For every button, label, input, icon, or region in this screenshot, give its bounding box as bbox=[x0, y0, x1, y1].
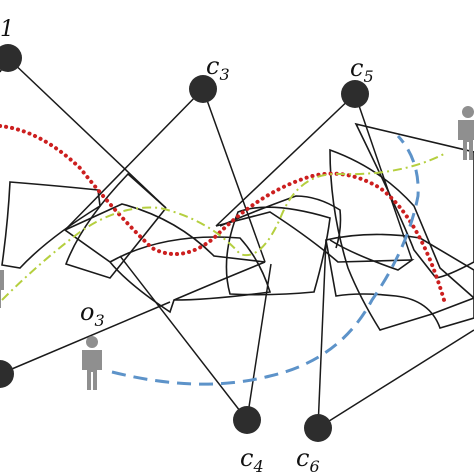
fov-sector-c5-cone bbox=[225, 206, 331, 296]
camera-node-1 bbox=[0, 44, 22, 72]
fov-sector-c5 bbox=[215, 211, 415, 271]
camera-node-c3 bbox=[189, 75, 217, 103]
camera-tethers bbox=[0, 57, 474, 429]
fov-sector-left bbox=[1, 181, 101, 269]
camera-nodes bbox=[0, 44, 369, 442]
camera-labels: 1 c3 c5 c4 c6 bbox=[0, 17, 374, 474]
camera-label-c3: c3 bbox=[206, 52, 230, 84]
tether-c4-left bbox=[119, 255, 248, 421]
camera-label-1: 1 bbox=[0, 17, 14, 42]
tether-c5-right bbox=[354, 93, 413, 261]
person-icon-right bbox=[458, 106, 474, 160]
trajectory-blue-dashed bbox=[111, 134, 420, 386]
fov-sector-c6 bbox=[325, 233, 474, 329]
camera-node-c2 bbox=[0, 360, 14, 388]
tether-c4-right bbox=[246, 263, 272, 421]
fov-sectors bbox=[1, 122, 474, 331]
tether-c3-left bbox=[64, 88, 204, 231]
tether-c6-left bbox=[317, 239, 327, 429]
camera-node-c4 bbox=[233, 406, 261, 434]
object-label-o3: o3 bbox=[80, 298, 105, 330]
fov-sector-c4 bbox=[109, 236, 272, 301]
trajectory-green-dashdot bbox=[1, 153, 445, 301]
camera-label-c4: c4 bbox=[240, 444, 264, 474]
person-icon-left bbox=[0, 270, 4, 308]
tether-c2-left bbox=[0, 301, 171, 375]
person-icon bbox=[82, 336, 102, 390]
fov-sector-c1 bbox=[64, 172, 167, 279]
fov-sector-right-cone bbox=[329, 148, 474, 331]
tether-c5-left bbox=[215, 93, 356, 227]
tether-c6-right bbox=[317, 329, 474, 429]
trajectory-red-dotted bbox=[0, 124, 446, 302]
fov-sector-center bbox=[219, 195, 342, 249]
tether-c3-right bbox=[202, 88, 266, 263]
objects bbox=[0, 106, 474, 390]
object-labels: o3 bbox=[80, 298, 105, 330]
camera-label-c6: c6 bbox=[296, 444, 320, 474]
camera-label-c5: c5 bbox=[350, 54, 374, 86]
camera-node-c6 bbox=[304, 414, 332, 442]
tether-c1-right bbox=[7, 57, 167, 209]
camera-node-c5 bbox=[341, 80, 369, 108]
trajectories bbox=[0, 124, 446, 386]
